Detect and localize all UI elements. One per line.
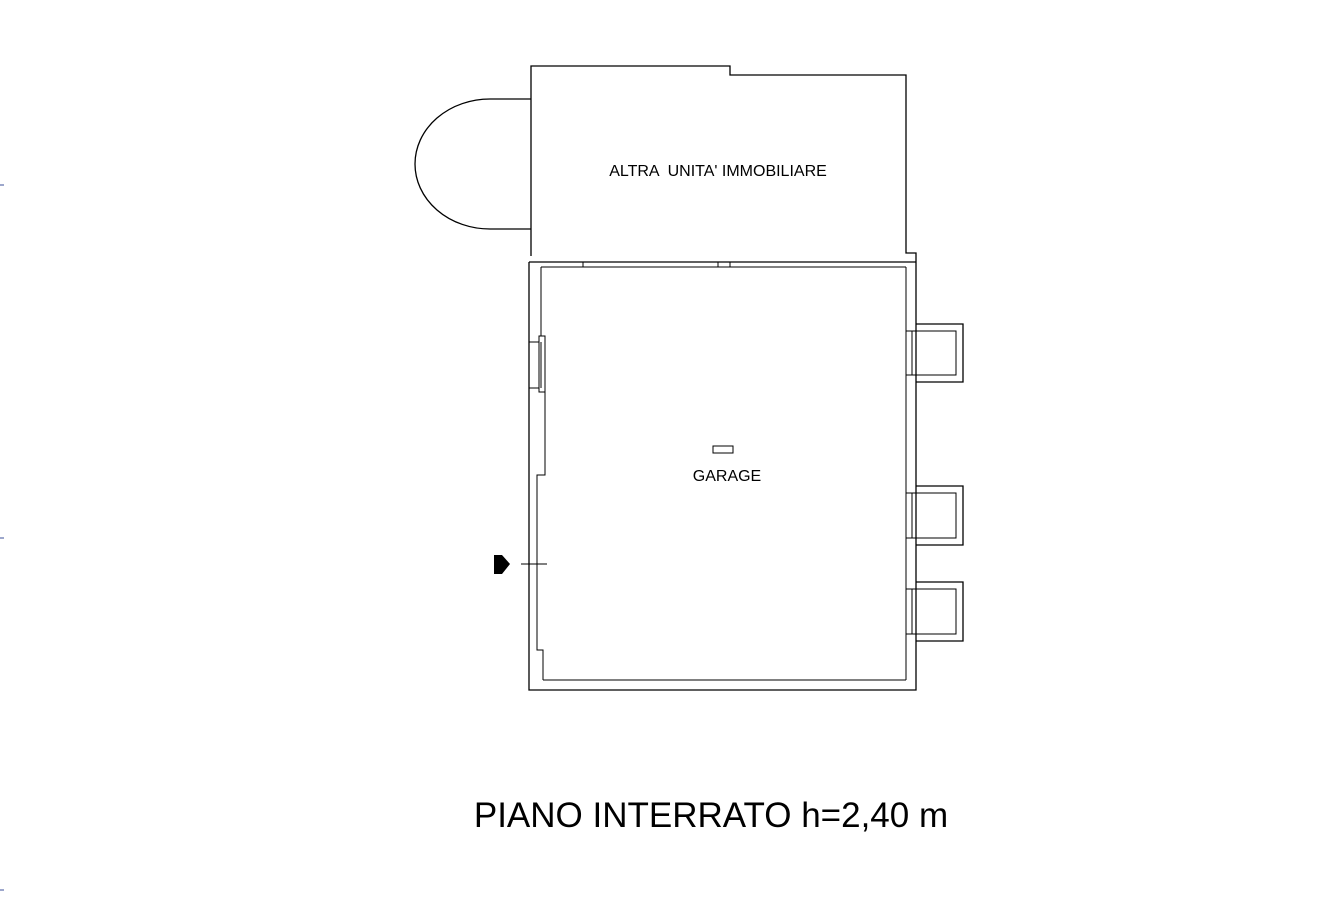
floor-title: PIANO INTERRATO h=2,40 m [474, 796, 948, 835]
garage-label: GARAGE [693, 468, 761, 485]
wall-pillar [528, 335, 546, 393]
drain-marker [712, 445, 734, 454]
neighbor-unit-label: ALTRA UNITA' IMMOBILIARE [609, 163, 827, 180]
light-well-2 [905, 485, 964, 546]
light-well-3 [905, 581, 964, 642]
entrance-arrow-icon [494, 555, 547, 574]
light-well-1 [905, 323, 964, 383]
neighbor-unit [414, 65, 917, 262]
